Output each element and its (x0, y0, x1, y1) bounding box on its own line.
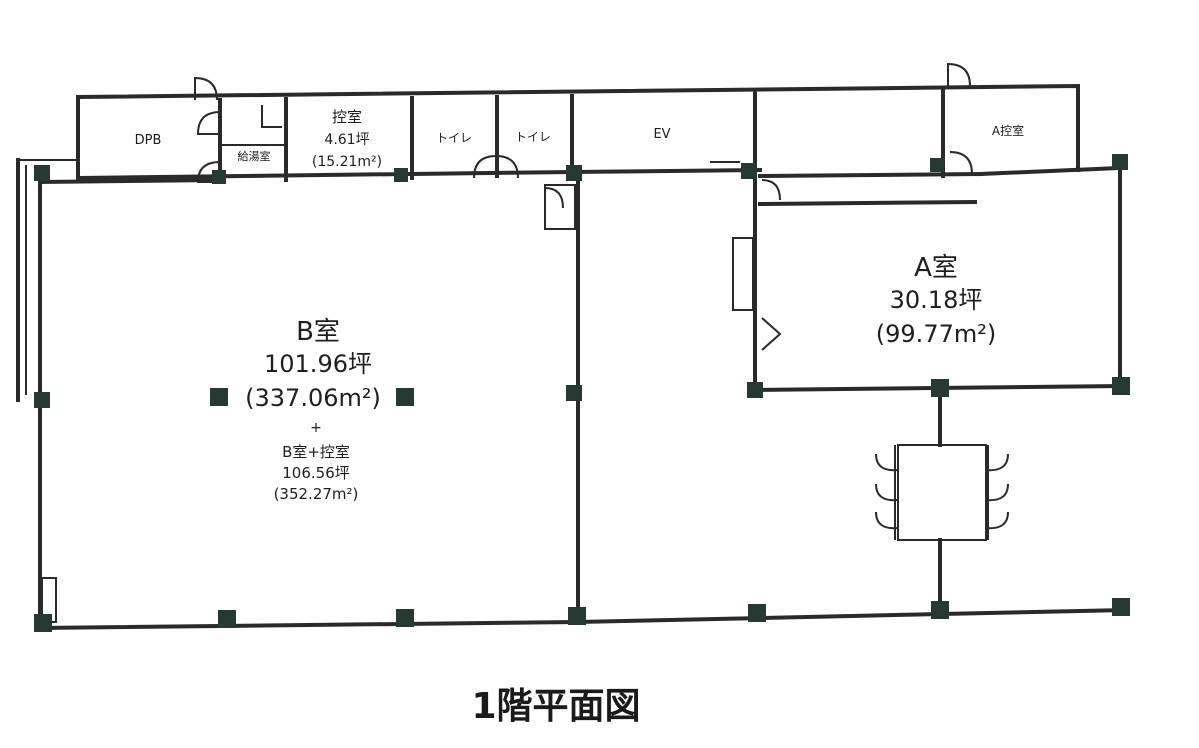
floor-plan-title: 1階平面図 (471, 686, 640, 727)
room-b-tsubo: 101.96坪 (264, 350, 372, 378)
room-a-name: A室 (914, 253, 958, 283)
label-toilet-2: トイレ (515, 130, 551, 144)
waiting-room-sqm: (15.21m²) (312, 154, 382, 170)
room-b-combined-name: B室+控室 (282, 443, 350, 461)
waiting-room-name: 控室 (332, 108, 362, 126)
corridor-and-room-a-walls (575, 166, 1128, 625)
room-b-sqm: (337.06m²) (245, 384, 381, 412)
room-b-plus: + (310, 420, 322, 436)
room-a-tsubo: 30.18坪 (890, 286, 983, 314)
room-b-name: B室 (296, 317, 340, 347)
label-toilet-1: トイレ (436, 131, 472, 145)
waiting-room-tsubo: 4.61坪 (324, 132, 369, 148)
structural-columns (34, 154, 1130, 632)
top-room-strip (75, 83, 1123, 182)
top-room-labels: DPB 給湯室 控室 4.61坪 (15.21m²) トイレ トイレ EV A控… (135, 108, 1025, 170)
room-a-sqm: (99.77m²) (876, 320, 996, 348)
door-swings (194, 62, 973, 351)
label-a-side-room: A控室 (992, 123, 1024, 138)
label-storage: 給湯室 (238, 149, 271, 163)
room-b-labels: B室 101.96坪 (337.06m²) + B室+控室 106.56坪 (3… (245, 317, 381, 503)
label-elevator: EV (653, 127, 670, 142)
room-b-combined-tsubo: 106.56坪 (282, 464, 350, 482)
label-dpb: DPB (135, 133, 162, 148)
room-b-combined-sqm: (352.27m²) (274, 485, 359, 503)
room-a-labels: A室 30.18坪 (99.77m²) (876, 253, 996, 348)
stair-block (875, 444, 1009, 541)
